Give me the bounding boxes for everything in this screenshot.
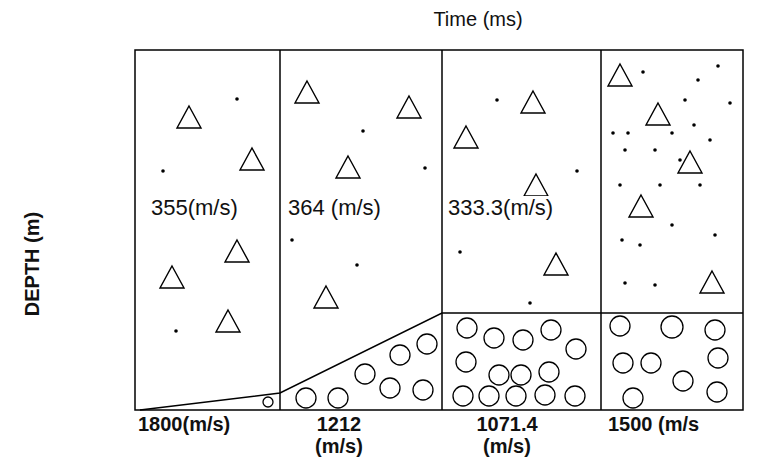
dot-symbol xyxy=(696,78,700,82)
dot-symbol xyxy=(653,283,657,287)
dot-symbol xyxy=(618,183,622,187)
circle-symbol xyxy=(479,386,499,406)
dot-symbol xyxy=(728,101,732,105)
circle-symbol xyxy=(539,362,559,382)
circle-symbol xyxy=(484,328,504,348)
triangle-symbol xyxy=(240,148,264,170)
circle-symbol xyxy=(610,316,630,336)
triangle-symbol xyxy=(629,195,653,217)
circle-symbol xyxy=(535,385,555,405)
dot-symbol xyxy=(670,131,674,135)
circle-symbol xyxy=(417,334,437,354)
circle-symbol xyxy=(355,364,375,384)
dot-symbol xyxy=(716,64,720,68)
dot-symbol xyxy=(620,238,624,242)
dot-symbol xyxy=(713,233,717,237)
circle-symbol xyxy=(457,318,477,338)
axis-title: DEPTH (m) xyxy=(21,211,43,317)
circle-symbol xyxy=(456,352,476,372)
circle-symbol xyxy=(705,320,725,340)
dot-symbol xyxy=(708,138,712,142)
dot-symbol xyxy=(692,123,696,127)
model-frame xyxy=(135,50,743,410)
dot-symbol xyxy=(623,148,627,152)
dot-symbol xyxy=(653,148,657,152)
velocity-label: 1212 (m/s) xyxy=(302,413,376,457)
circle-symbol xyxy=(673,371,693,391)
triangle-symbol xyxy=(216,310,240,332)
triangle-symbol xyxy=(678,151,702,173)
velocity-label: 364 (m/s) xyxy=(287,196,382,220)
axis-title: Time (ms) xyxy=(432,8,523,30)
dot-symbol xyxy=(623,281,627,285)
velocity-label: 1800(m/s) xyxy=(137,413,231,435)
layer-symbols xyxy=(160,64,732,408)
dot-symbol xyxy=(528,301,532,305)
circle-symbol xyxy=(541,320,561,340)
triangle-symbol xyxy=(608,64,632,86)
circle-symbol xyxy=(566,339,586,359)
circle-symbol xyxy=(380,378,400,398)
velocity-label: 1500 (m/s xyxy=(607,413,700,435)
layer-boundary xyxy=(140,313,743,410)
circle-symbol xyxy=(613,353,633,373)
triangle-symbol xyxy=(521,91,545,113)
triangle-symbol xyxy=(177,106,201,128)
column-divider xyxy=(279,50,281,410)
triangle-symbol xyxy=(314,286,338,308)
velocity-label: 1071.4 (m/s) xyxy=(465,413,549,457)
triangle-symbol xyxy=(646,103,670,125)
circle-symbol xyxy=(489,365,509,385)
circle-symbol xyxy=(453,386,473,406)
triangle-symbol xyxy=(336,156,360,178)
circle-symbol xyxy=(263,397,273,407)
dot-symbol xyxy=(611,131,615,135)
circle-symbol xyxy=(623,388,643,408)
circle-symbol xyxy=(708,348,728,368)
dot-symbol xyxy=(355,263,359,267)
circle-symbol xyxy=(413,380,433,400)
dot-symbol xyxy=(290,238,294,242)
dot-symbol xyxy=(641,70,645,74)
circle-symbol xyxy=(707,382,727,402)
dot-symbol xyxy=(698,183,702,187)
dot-symbol xyxy=(638,243,642,247)
dot-symbol xyxy=(658,183,662,187)
dot-symbol xyxy=(458,250,462,254)
triangle-symbol xyxy=(295,81,319,103)
velocity-label: 333.3(m/s) xyxy=(447,196,554,220)
circle-symbol xyxy=(328,388,348,408)
triangle-symbol xyxy=(454,126,478,148)
dot-symbol xyxy=(174,329,178,333)
circle-symbol xyxy=(661,316,683,338)
column-divider xyxy=(441,50,443,410)
circle-symbol xyxy=(641,353,661,373)
dot-symbol xyxy=(575,169,579,173)
dot-symbol xyxy=(626,131,630,135)
dot-symbol xyxy=(235,97,239,101)
triangle-symbol xyxy=(225,240,249,262)
dot-symbol xyxy=(670,223,674,227)
dot-symbol xyxy=(678,158,682,162)
velocity-label: 355(m/s) xyxy=(150,196,239,220)
dot-symbol xyxy=(423,166,427,170)
column-divider xyxy=(600,50,602,410)
circle-symbol xyxy=(390,345,410,365)
dot-symbol xyxy=(683,98,687,102)
dot-symbol xyxy=(495,98,499,102)
dot-symbol xyxy=(361,129,365,133)
triangle-symbol xyxy=(700,271,724,293)
dot-symbol xyxy=(161,169,165,173)
triangle-symbol xyxy=(160,266,184,288)
circle-symbol xyxy=(296,388,316,408)
triangle-symbol xyxy=(524,174,548,196)
circle-symbol xyxy=(506,386,526,406)
circle-symbol xyxy=(511,365,531,385)
circle-symbol xyxy=(565,386,585,406)
triangle-symbol xyxy=(544,253,568,275)
circle-symbol xyxy=(513,330,533,350)
triangle-symbol xyxy=(397,96,421,118)
